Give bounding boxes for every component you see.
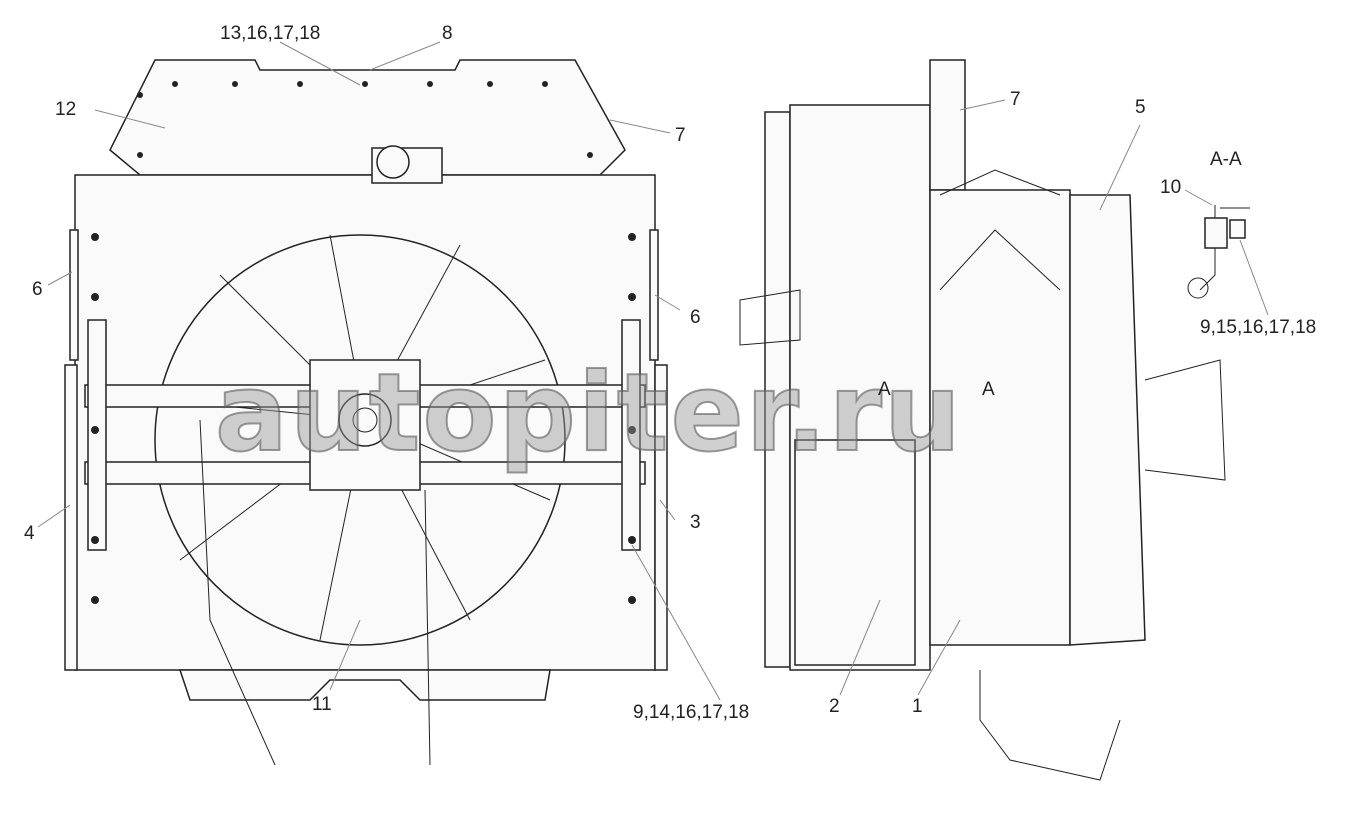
label-fasteners-section: 9,15,16,17,18: [1200, 317, 1317, 338]
label-12: 12: [55, 99, 77, 120]
filler-cap: [376, 145, 410, 179]
section-mark-left: A: [878, 379, 891, 400]
shroud: [1069, 194, 1146, 646]
label-10: 10: [1160, 177, 1182, 198]
watermark: autopiter.ru: [214, 351, 963, 476]
label-7-side: 7: [1010, 89, 1021, 110]
side-view: [739, 59, 1226, 781]
hose: [199, 419, 431, 766]
fan-hub: [338, 393, 392, 447]
top-plate: [929, 59, 966, 191]
right-bracket: [621, 319, 641, 551]
label-fasteners-bottom: 9,14,16,17,18: [633, 702, 750, 723]
label-6-left: 6: [32, 279, 43, 300]
label-5: 5: [1135, 97, 1146, 118]
bottom-tank: [178, 669, 551, 701]
left-strip: [69, 229, 79, 361]
lower-tank-panel: [794, 439, 916, 666]
section-aa: [1187, 205, 1250, 299]
section-mark-right: A: [982, 379, 995, 400]
right-side-plate: [654, 364, 668, 671]
front-view: [64, 59, 668, 766]
left-bracket: [87, 319, 107, 551]
label-6-right: 6: [690, 307, 701, 328]
right-strip: [649, 229, 659, 361]
label-fasteners-top: 13,16,17,18: [220, 23, 321, 44]
label-4: 4: [24, 523, 35, 544]
left-bracket-side: [739, 289, 801, 346]
label-3: 3: [690, 512, 701, 533]
radiator-core: [929, 189, 1071, 646]
label-1: 1: [912, 696, 923, 717]
top-shroud: [109, 59, 626, 176]
label-8: 8: [442, 23, 453, 44]
bolts: [91, 81, 636, 604]
section-title: A-A: [1210, 149, 1242, 170]
label-7-front: 7: [675, 125, 686, 146]
leader-lines: [37, 41, 1269, 701]
side-pipe: [1144, 359, 1226, 481]
frame-lip: [764, 111, 791, 668]
label-2: 2: [829, 696, 840, 717]
label-11: 11: [312, 694, 332, 715]
outlet-pipe: [979, 670, 1121, 781]
left-side-plate: [64, 364, 78, 671]
